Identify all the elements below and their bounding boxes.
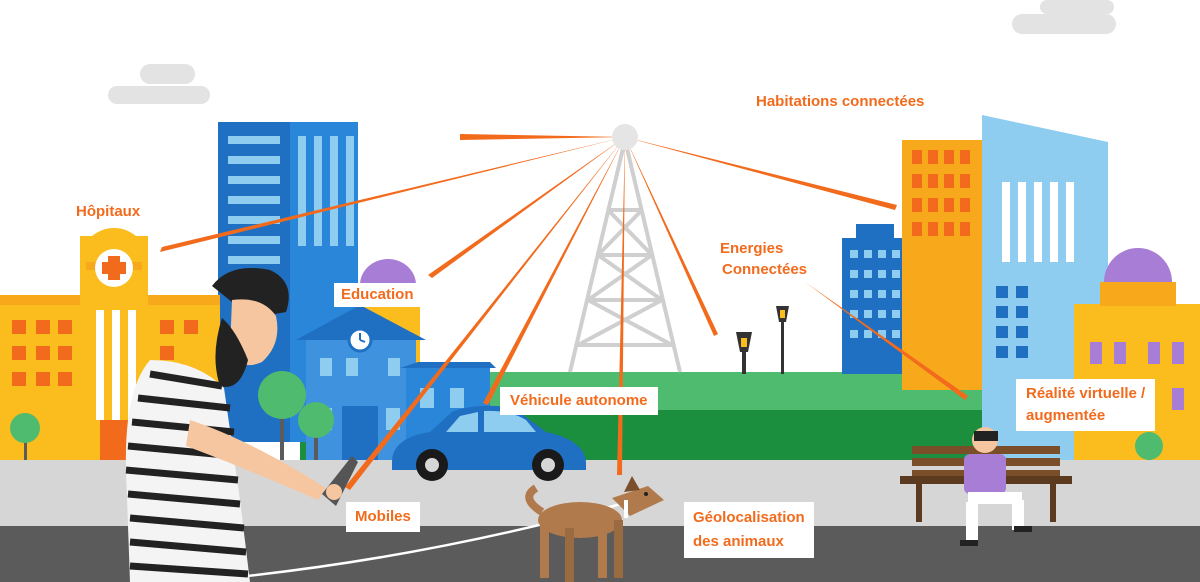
dog (525, 476, 664, 582)
cloud-left (108, 64, 210, 104)
label-connected-homes: Habitations connectées (756, 93, 925, 110)
woman-with-vr-headset (960, 427, 1032, 546)
antenna-tower-icon (568, 139, 682, 373)
street-lamp-icon (736, 306, 789, 374)
autonomous-car (392, 405, 586, 481)
label-connected-energy: Energies Connectées (720, 238, 807, 280)
label-animal-geolocation: Géolocalisation des animaux (684, 502, 814, 558)
label-connected-energy-line1: Energies (720, 240, 784, 257)
network-ray-energy (805, 282, 968, 400)
label-autonomous-vehicle: Véhicule autonome (500, 387, 658, 415)
label-hospitals: Hôpitaux (76, 203, 141, 220)
clock-icon (347, 327, 373, 353)
label-animal-geolocation-line2: des animaux (693, 533, 784, 550)
label-education: Education (334, 283, 421, 307)
network-rays (160, 134, 897, 490)
label-animal-geolocation-line1: Géolocalisation (693, 509, 805, 526)
antenna-node (612, 124, 638, 150)
orange-apartment-tower (902, 140, 986, 390)
hospital-cross-icon (95, 249, 133, 287)
label-vr-ar-line2: augmentée (1026, 407, 1106, 424)
label-vr-ar: Réalité virtuelle / augmentée (1016, 379, 1156, 431)
cloud-right (1012, 0, 1116, 34)
blue-tower-middle (842, 224, 908, 374)
label-mobiles: Mobiles (346, 502, 420, 532)
label-vr-ar-line1: Réalité virtuelle / (1026, 385, 1146, 402)
tree-left (10, 371, 334, 464)
label-connected-energy-line2: Connectées (722, 261, 808, 278)
man-with-tablet (125, 268, 358, 582)
